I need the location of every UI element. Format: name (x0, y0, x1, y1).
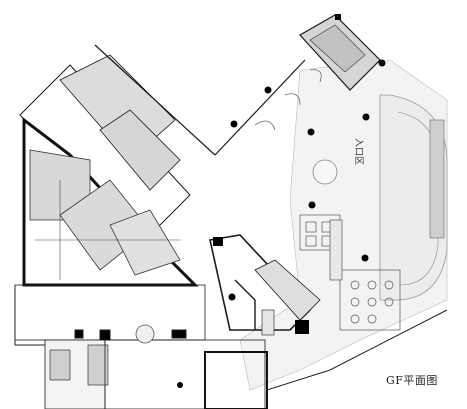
plaza-features (254, 69, 338, 185)
northwest-wing (19, 44, 306, 246)
west-triangle-block (22, 116, 199, 287)
southwest-block (14, 284, 268, 409)
entrance-label: 入口区 (353, 138, 363, 166)
central-south-block (209, 234, 321, 336)
plan-caption: GF平面图 (386, 374, 438, 387)
running-track (379, 94, 448, 301)
east-furniture-zone (299, 214, 401, 331)
northeast-building (299, 14, 381, 91)
columns (177, 59, 386, 388)
site-boundary (14, 285, 448, 391)
